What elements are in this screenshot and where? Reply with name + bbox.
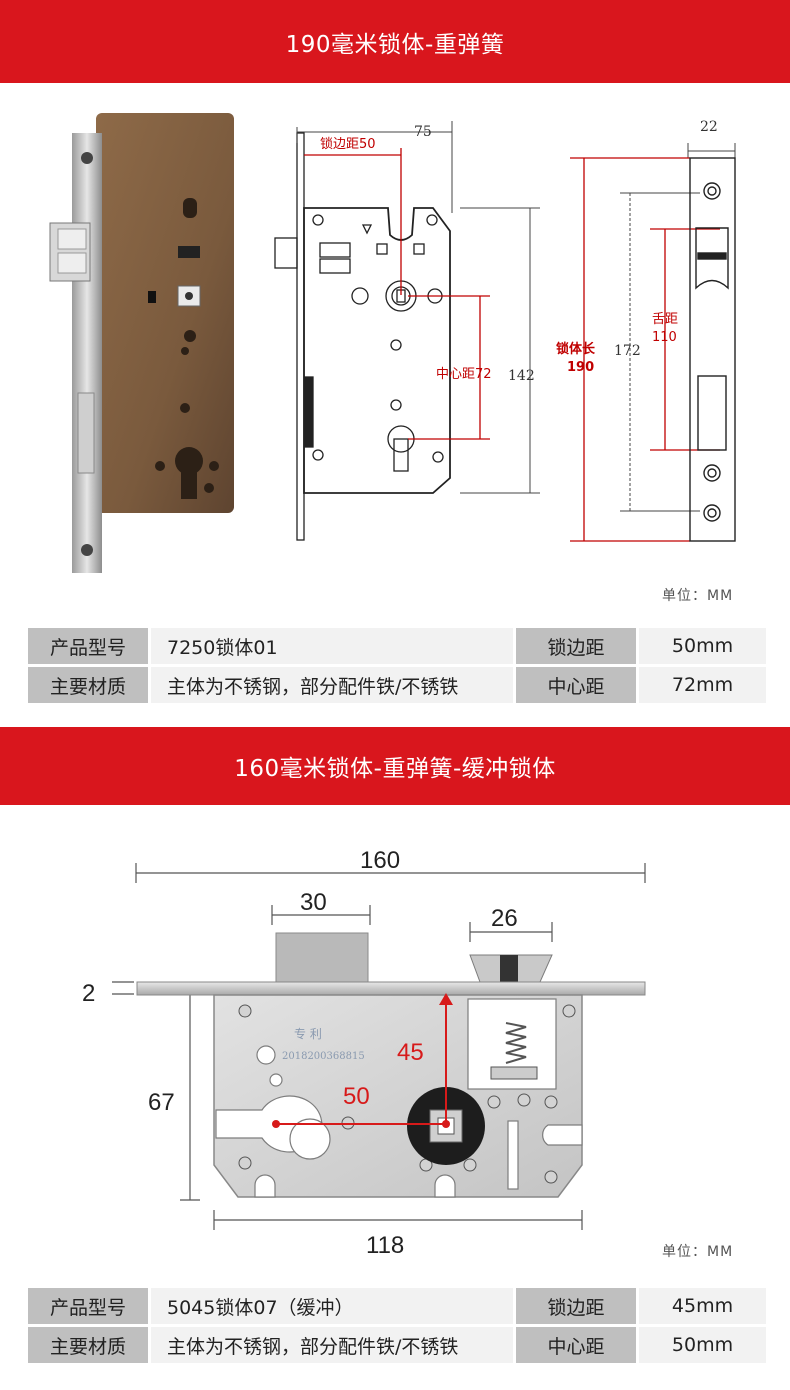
spec-material-value: 主体为不锈钢，部分配件铁/不锈铁 bbox=[151, 667, 513, 703]
spec-center-value: 72mm bbox=[639, 667, 766, 703]
section1-unit: 单位：MM bbox=[662, 588, 734, 604]
body-screws bbox=[238, 1004, 576, 1184]
section2-title: 160毫米锁体-重弹簧-缓冲锁体 bbox=[234, 756, 556, 782]
section2-spec-table: 产品型号 5045锁体07（缓冲） 锁边距 45mm 主要材质 主体为不锈钢，部… bbox=[25, 1285, 769, 1366]
spec-center-value: 50mm bbox=[639, 1327, 766, 1363]
section1-spec-table: 产品型号 7250锁体01 锁边距 50mm 主要材质 主体为不锈钢，部分配件铁… bbox=[25, 625, 769, 706]
body-cutouts bbox=[215, 998, 583, 1198]
section2-drawing: 专 利 2018200368815 160 30 26 2 67 118 45 … bbox=[82, 847, 646, 1259]
spec-model-label: 产品型号 bbox=[28, 628, 148, 664]
dim-lock-length-label: 锁体长 bbox=[556, 341, 596, 357]
dim-latch-label: 舌距 bbox=[652, 312, 678, 327]
lock-photo bbox=[49, 113, 234, 573]
dim-red-vertical: 45 bbox=[397, 1039, 424, 1066]
dim-latch-value: 110 bbox=[652, 330, 677, 345]
section2-unit: 单位：MM bbox=[662, 1244, 734, 1260]
spec-model-label: 产品型号 bbox=[28, 1288, 148, 1324]
dim-faceplate-length: 160 bbox=[360, 847, 400, 874]
dim-faceplate-width: 22 bbox=[700, 119, 718, 135]
red-arrow-up bbox=[439, 993, 453, 1005]
dim-red-horizontal: 50 bbox=[343, 1083, 370, 1110]
table-row: 主要材质 主体为不锈钢，部分配件铁/不锈铁 中心距 50mm bbox=[28, 1327, 766, 1363]
dim-lock-length-value: 190 bbox=[567, 360, 594, 375]
spring bbox=[505, 1022, 527, 1064]
table-row: 产品型号 5045锁体07（缓冲） 锁边距 45mm bbox=[28, 1288, 766, 1324]
dim-body-length: 118 bbox=[366, 1232, 404, 1259]
dim-latch-width: 26 bbox=[491, 905, 518, 932]
deadbolt bbox=[275, 932, 369, 983]
spring-block bbox=[490, 1066, 538, 1080]
dim-plate-thickness: 2 bbox=[82, 980, 95, 1007]
lock-line-drawing bbox=[274, 132, 451, 541]
section1-drawing: 75 锁边距50 中心距72 142 22 锁体长 190 172 舌距 110 bbox=[49, 113, 736, 573]
section2-banner: 160毫米锁体-重弹簧-缓冲锁体 bbox=[0, 727, 790, 805]
dim-deadbolt-width: 30 bbox=[300, 889, 327, 916]
dim-hole-spacing: 172 bbox=[614, 343, 641, 359]
table-row: 产品型号 7250锁体01 锁边距 50mm bbox=[28, 628, 766, 664]
faceplate bbox=[136, 981, 646, 996]
spec-backset-value: 50mm bbox=[639, 628, 766, 664]
spec-backset-label: 锁边距 bbox=[516, 628, 636, 664]
spec-model-value: 5045锁体07（缓冲） bbox=[151, 1288, 513, 1324]
spec-material-label: 主要材质 bbox=[28, 1327, 148, 1363]
stamp-text: 专 利 bbox=[294, 1026, 322, 1041]
dim-backset: 锁边距50 bbox=[320, 136, 376, 152]
red-dot bbox=[442, 1120, 450, 1128]
dim-body-height2: 67 bbox=[148, 1089, 175, 1116]
dim-body-height: 142 bbox=[508, 368, 535, 384]
section1-banner: 190毫米锁体-重弹簧 bbox=[0, 0, 790, 83]
spec-center-label: 中心距 bbox=[516, 667, 636, 703]
section1-dimensions bbox=[296, 121, 736, 512]
spec-backset-label: 锁边距 bbox=[516, 1288, 636, 1324]
stamp-number: 2018200368815 bbox=[282, 1051, 365, 1062]
spec-center-label: 中心距 bbox=[516, 1327, 636, 1363]
faceplate-drawing bbox=[689, 157, 736, 542]
section1-title: 190毫米锁体-重弹簧 bbox=[285, 31, 505, 58]
dim-total-width: 75 bbox=[414, 124, 432, 140]
table-row: 主要材质 主体为不锈钢，部分配件铁/不锈铁 中心距 72mm bbox=[28, 667, 766, 703]
spec-backset-value: 45mm bbox=[639, 1288, 766, 1324]
spec-material-label: 主要材质 bbox=[28, 667, 148, 703]
red-dimension-lines bbox=[276, 1003, 447, 1126]
spec-model-value: 7250锁体01 bbox=[151, 628, 513, 664]
dim-center-distance: 中心距72 bbox=[436, 367, 492, 382]
red-dot bbox=[272, 1120, 280, 1128]
spec-material-value: 主体为不锈钢，部分配件铁/不锈铁 bbox=[151, 1327, 513, 1363]
latch-slot bbox=[500, 955, 518, 982]
